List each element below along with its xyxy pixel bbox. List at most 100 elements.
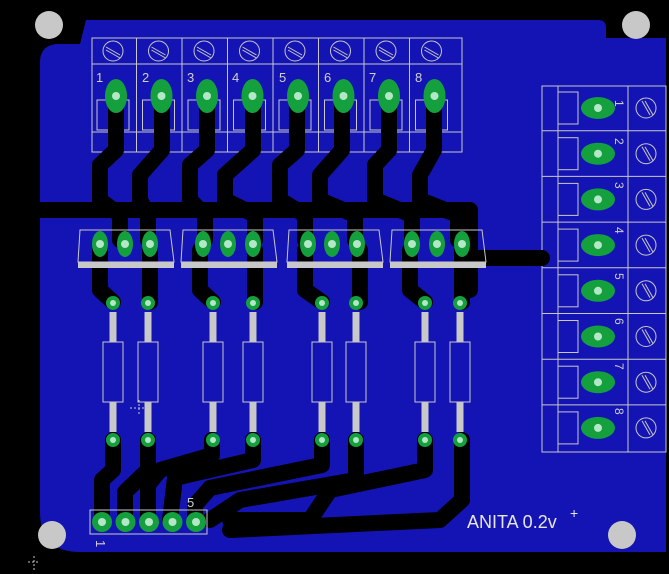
pad-drill	[433, 240, 441, 248]
screw-slot	[641, 420, 651, 436]
mount-hole	[622, 11, 650, 39]
screw-slot	[196, 46, 212, 56]
top-connector-labels: 1 2 3 4 5 6 7 8	[96, 70, 422, 85]
right-connector-labels: 1 2 3 4 5 6 7 8	[612, 100, 626, 415]
pad-drill	[457, 300, 463, 306]
terminal-cell	[557, 182, 579, 216]
mount-hole	[38, 521, 66, 549]
trace	[202, 432, 364, 528]
right-pin-label: 1	[612, 100, 626, 107]
header-outline	[89, 509, 208, 535]
screw-slot	[644, 237, 654, 253]
trace	[272, 88, 313, 248]
screw-slot	[641, 329, 651, 344]
transistor-tab	[181, 262, 277, 268]
pad-drill	[353, 240, 361, 248]
trace	[132, 88, 170, 248]
right-pin-label: 7	[612, 363, 626, 370]
trace	[217, 88, 263, 248]
screw-slot	[242, 46, 257, 56]
screw-slot	[644, 374, 654, 390]
pad-drill	[112, 92, 120, 100]
trace	[222, 432, 470, 538]
right-pin-label: 4	[612, 227, 626, 234]
header-pin-end-label: 5	[187, 495, 194, 510]
pad-drill	[458, 240, 466, 248]
screw-icon	[193, 40, 215, 62]
pad-drill	[594, 423, 602, 432]
header-drill	[168, 518, 177, 526]
pad-drill	[110, 300, 116, 306]
pad-drill	[422, 300, 428, 306]
terminal-cell	[557, 228, 579, 262]
header-pin-start-label: 1	[93, 540, 108, 547]
trace	[182, 88, 215, 248]
transistor-tab	[287, 262, 383, 268]
pad-drill	[157, 92, 166, 100]
header-drill	[121, 518, 130, 526]
pad-drill	[145, 437, 151, 443]
screw-slot	[151, 46, 166, 56]
right-pin-label: 3	[612, 182, 626, 189]
screw-slot	[644, 192, 654, 207]
top-pin-label: 8	[415, 70, 422, 85]
screw-slot	[424, 46, 439, 56]
pad-drill	[199, 240, 207, 248]
screw-slot	[378, 46, 394, 56]
terminal-outline	[91, 37, 463, 153]
screw-slot	[378, 49, 394, 59]
screw-icon	[635, 234, 657, 256]
pad-drill	[319, 300, 325, 306]
pad-drill	[110, 437, 116, 443]
screw-slot	[644, 146, 654, 161]
pad-drill	[249, 240, 257, 248]
trace	[92, 88, 128, 248]
pad-drill	[210, 300, 216, 306]
mount-holes	[35, 11, 650, 549]
pad-drill	[594, 286, 602, 295]
origin-marker	[28, 400, 148, 570]
header-drill	[145, 518, 153, 526]
resistors	[102, 312, 471, 432]
screw-slot	[105, 49, 121, 59]
pad-drill	[457, 437, 463, 443]
mount-hole	[35, 11, 63, 39]
top-pin-label: 5	[279, 70, 286, 85]
screw-slot	[644, 283, 654, 299]
pad-drill	[203, 92, 211, 100]
pad-drill	[339, 92, 348, 100]
pad-drill	[294, 92, 302, 100]
terminal-outline	[541, 85, 667, 453]
terminal-cell	[557, 365, 579, 399]
pad-drill	[121, 240, 129, 248]
trace	[140, 432, 220, 528]
screw-slot	[641, 146, 651, 161]
screw-icon	[635, 371, 657, 393]
transistors	[77, 229, 487, 268]
screw-slot	[644, 420, 654, 436]
trace	[117, 432, 156, 528]
pin-header	[89, 509, 208, 535]
pad-drill	[250, 300, 256, 306]
transistor-tab	[78, 262, 174, 268]
pad-drill	[594, 241, 602, 250]
screw-icon	[284, 40, 306, 62]
terminal-cell	[557, 137, 579, 171]
trace	[312, 88, 363, 248]
screw-slot	[641, 374, 651, 390]
right-pin-label: 6	[612, 318, 626, 325]
screw-icon	[635, 326, 657, 347]
screw-slot	[151, 49, 166, 59]
screw-slot	[641, 192, 651, 207]
screw-icon	[635, 417, 657, 439]
screw-icon	[375, 40, 397, 62]
screw-icon	[635, 143, 657, 165]
pad-drill	[594, 378, 602, 387]
top-pin-label: 4	[232, 70, 239, 85]
header-drill	[192, 518, 200, 526]
screw-icon	[148, 40, 169, 62]
pad-drill	[353, 300, 359, 306]
board-title: ANITA 0.2v	[467, 512, 557, 532]
header-drill	[98, 518, 106, 526]
